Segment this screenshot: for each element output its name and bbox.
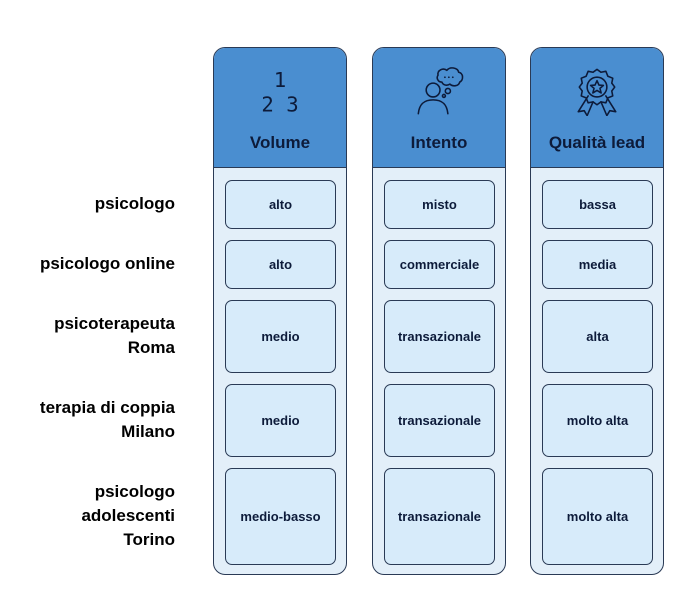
row-label-5: psicologo adolescenti Torino bbox=[81, 482, 175, 549]
cell-qualita-5: molto alta bbox=[542, 468, 653, 565]
column-title: Intento bbox=[410, 133, 468, 152]
numbers-123-icon: 1 2 3 bbox=[261, 68, 298, 116]
row-label-3: psicoterapeuta Roma bbox=[54, 314, 175, 357]
row-label-2: psicologo online bbox=[39, 254, 175, 273]
column-qualita-lead: Qualità lead bassa media alta molto alta… bbox=[530, 47, 664, 575]
column-header: Qualità lead bbox=[531, 48, 663, 168]
column-intento: Intento misto commerciale transazionale … bbox=[372, 47, 506, 575]
cell-intento-1: misto bbox=[384, 180, 495, 229]
icon-digit-top: 1 bbox=[274, 68, 286, 92]
person-thought-icon bbox=[417, 67, 464, 115]
cell-intento-2: commerciale bbox=[384, 240, 495, 289]
column-header: Intento bbox=[373, 48, 505, 168]
cell-volume-3: medio bbox=[225, 300, 336, 373]
award-badge-icon bbox=[577, 68, 617, 116]
column-volume: 1 2 3 Volume alto alto medio medio medio… bbox=[213, 47, 347, 575]
cell-volume-5: medio-basso bbox=[225, 468, 336, 565]
cell-qualita-4: molto alta bbox=[542, 384, 653, 457]
cell-qualita-3: alta bbox=[542, 300, 653, 373]
column-title: Qualità lead bbox=[548, 133, 646, 152]
cell-qualita-1: bassa bbox=[542, 180, 653, 229]
cell-volume-4: medio bbox=[225, 384, 336, 457]
cell-volume-2: alto bbox=[225, 240, 336, 289]
cell-volume-1: alto bbox=[225, 180, 336, 229]
row-label-4: terapia di coppia Milano bbox=[39, 398, 175, 441]
column-title: Volume bbox=[249, 133, 311, 152]
cell-intento-5: transazionale bbox=[384, 468, 495, 565]
cell-intento-4: transazionale bbox=[384, 384, 495, 457]
cell-intento-3: transazionale bbox=[384, 300, 495, 373]
cell-qualita-2: media bbox=[542, 240, 653, 289]
icon-digit-bottom: 2 3 bbox=[261, 93, 298, 116]
column-header: 1 2 3 Volume bbox=[214, 48, 346, 168]
row-label-1: psicologo bbox=[94, 194, 175, 213]
